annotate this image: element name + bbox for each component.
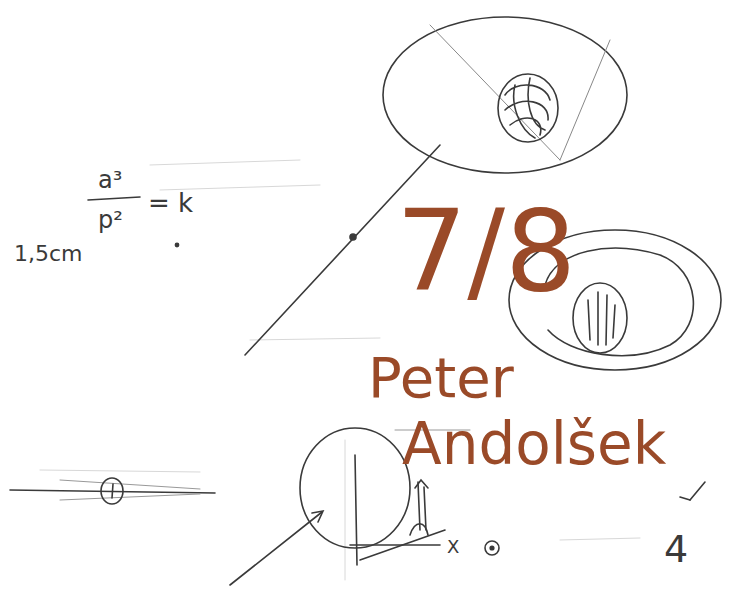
axis-label: X — [447, 538, 459, 556]
formula-denominator: p² — [98, 208, 123, 232]
formula-constant: = k — [148, 190, 193, 216]
dimension-label: 1,5cm — [14, 243, 83, 265]
formula-numerator: a³ — [98, 168, 122, 192]
author-first-name: Peter — [368, 350, 514, 406]
grade-mark: 7/8 — [396, 195, 576, 307]
page-number: 4 — [664, 530, 688, 568]
author-surname: Andolšek — [402, 415, 666, 473]
